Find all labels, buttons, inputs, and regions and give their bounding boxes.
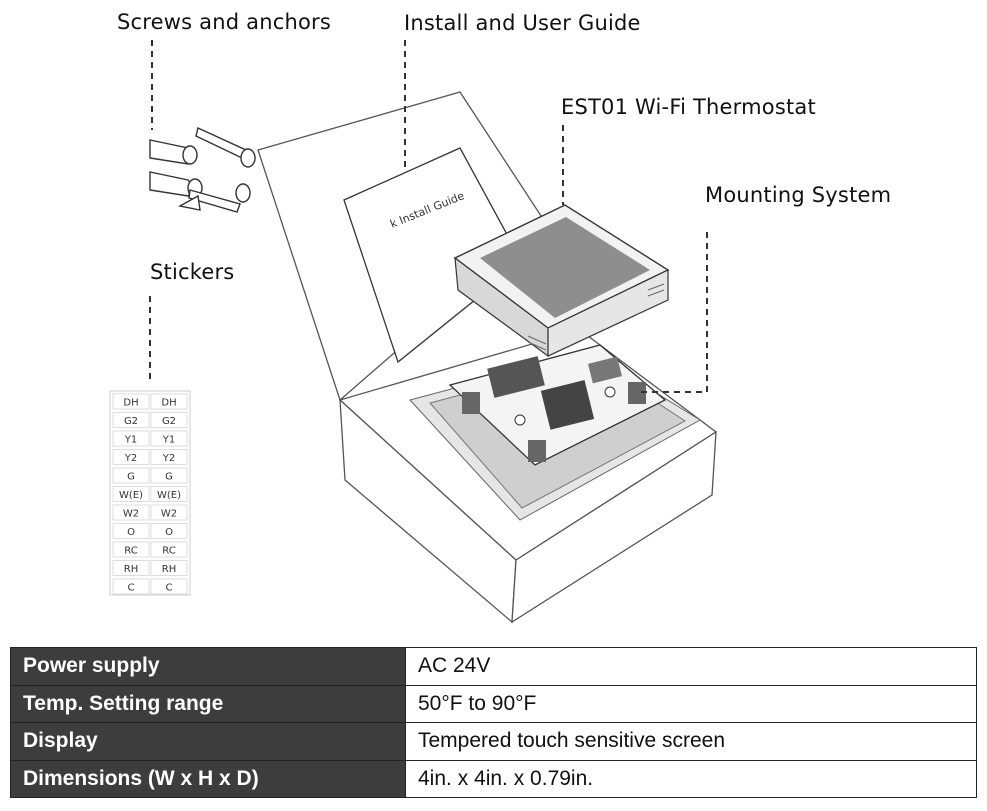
sticker-label: Y2 [124, 453, 137, 464]
sticker-cell [112, 430, 150, 447]
spec-label: Power supply [10, 647, 406, 686]
sticker-cell [150, 486, 188, 502]
sticker-cell [112, 467, 150, 484]
package-contents-illustration: k Install Guide [109, 40, 718, 624]
thermostat-device [453, 204, 670, 358]
callout-stickers: Stickers [150, 260, 235, 284]
sticker-label: DH [161, 398, 176, 409]
screw-1 [195, 127, 247, 159]
spec-label: Temp. Setting range [10, 684, 406, 723]
sticker-label: C [128, 583, 135, 594]
sticker-cell [150, 393, 188, 410]
callout-install-guide: Install and User Guide [404, 11, 641, 35]
sticker-cell [112, 449, 150, 465]
sticker-label: Y1 [124, 435, 137, 446]
screw-2-head [235, 183, 251, 203]
sticker-label: Y2 [162, 453, 175, 464]
spec-table: Power supply AC 24V Temp. Setting range … [10, 647, 977, 798]
spec-value: AC 24V [405, 647, 977, 686]
spec-label: Display [10, 722, 406, 761]
spec-value: 4in. x 4in. x 0.79in. [405, 759, 977, 798]
sticker-cell [150, 449, 188, 465]
sticker-cell [150, 523, 188, 539]
sticker-cell [112, 560, 150, 576]
thermostat-screen [480, 217, 650, 318]
screw-1-head [240, 148, 256, 168]
sticker-cell [150, 430, 188, 447]
leader-mounting [640, 232, 708, 393]
sticker-label: G2 [124, 416, 138, 427]
sticker-cell [150, 578, 188, 595]
screw-2 [188, 189, 241, 213]
sticker-cell [112, 486, 150, 502]
sticker-cell [112, 523, 150, 539]
sticker-label: RC [162, 546, 175, 557]
sticker-cell [112, 504, 150, 521]
sticker-label: RC [124, 546, 137, 557]
sticker-label: RH [162, 564, 176, 575]
sticker-cell [150, 504, 188, 521]
sticker-label: W(E) [119, 490, 143, 501]
sticker-cell [150, 560, 188, 576]
spec-label: Dimensions (W x H x D) [10, 759, 406, 798]
table-row: Dimensions (W x H x D) 4in. x 4in. x 0.7… [10, 759, 977, 798]
sticker-label: W2 [123, 509, 139, 520]
callout-mounting-system: Mounting System [705, 183, 892, 207]
sticker-label: W2 [161, 509, 177, 520]
anchor-2 [149, 171, 195, 197]
sticker-cell [150, 541, 188, 558]
sticker-label: DH [123, 398, 138, 409]
mounting-plate [448, 344, 667, 466]
callout-screws-and-anchors: Screws and anchors [117, 10, 331, 34]
sticker-cell [112, 541, 150, 558]
sticker-cell [112, 578, 150, 595]
sticker-cell [112, 393, 150, 410]
sticker-label: O [165, 527, 173, 538]
screws-and-anchors [149, 127, 256, 213]
sticker-label: G [165, 472, 173, 483]
sticker-cell [112, 412, 150, 428]
sticker-label: G [127, 472, 135, 483]
spec-value: 50°F to 90°F [405, 684, 977, 723]
sticker-label: Y1 [162, 435, 175, 446]
table-row: Temp. Setting range 50°F to 90°F [10, 684, 977, 723]
leader-lines [149, 40, 708, 393]
anchor-1-head [182, 145, 198, 165]
sticker-label: W(E) [157, 490, 181, 501]
sticker-label: G2 [162, 416, 176, 427]
table-row: Power supply AC 24V [10, 647, 977, 686]
box-base-front-right [511, 430, 717, 624]
sticker-cell [150, 412, 188, 428]
callout-thermostat: EST01 Wi-Fi Thermostat [561, 95, 816, 119]
sticker-cell [150, 467, 188, 484]
table-row: Display Tempered touch sensitive screen [10, 722, 977, 761]
spec-value: Tempered touch sensitive screen [405, 722, 977, 761]
sticker-label: RH [124, 564, 138, 575]
sticker-label: C [166, 583, 173, 594]
sticker-label: O [127, 527, 135, 538]
